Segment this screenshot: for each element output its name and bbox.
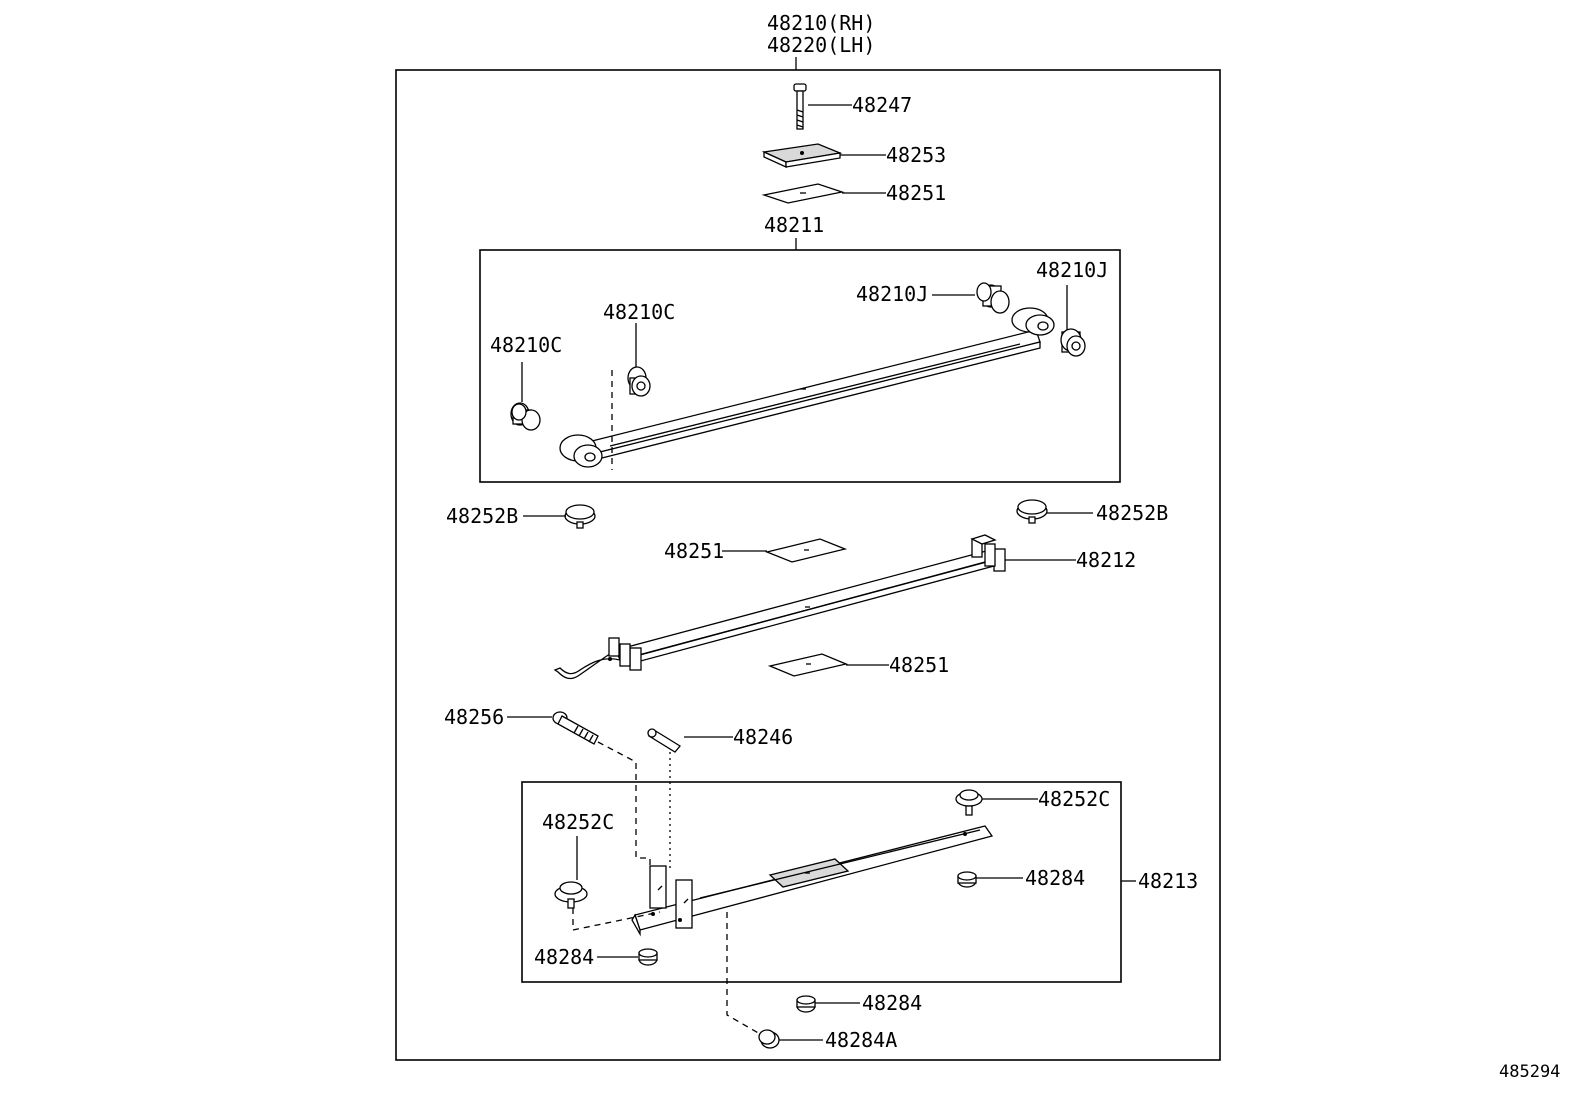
label-48284-left: 48284 — [534, 945, 594, 969]
label-48210J-inner: 48210J — [856, 282, 928, 306]
third-leaf-48213[interactable] — [631, 825, 994, 937]
assembly-number-rh: 48210(RH) — [767, 11, 875, 35]
label-48212: 48212 — [1076, 548, 1136, 572]
center-bolt-48256[interactable] — [552, 711, 599, 745]
main-leaf-48211[interactable] — [559, 307, 1055, 468]
second-leaf-48212[interactable] — [553, 534, 1006, 680]
label-48252B-left: 48252B — [446, 504, 518, 528]
bushing-48210J-outer[interactable] — [1060, 328, 1086, 357]
label-48210J-outer: 48210J — [1036, 258, 1108, 282]
bumper-48252C-left[interactable] — [554, 881, 588, 909]
insulator-48251-top[interactable] — [761, 183, 845, 204]
label-48210C-inner: 48210C — [603, 300, 675, 324]
label-48213: 48213 — [1138, 869, 1198, 893]
bushing-48210C-inner[interactable] — [627, 366, 651, 397]
nut-48284-bottom[interactable] — [796, 995, 816, 1013]
figure-id: 485294 — [1499, 1062, 1560, 1082]
nut-48284-left[interactable] — [638, 948, 658, 966]
label-48256: 48256 — [444, 705, 504, 729]
assembly-path-48256 — [597, 741, 651, 870]
label-48284-bottom: 48284 — [862, 991, 922, 1015]
bumper-48252C-right[interactable] — [955, 789, 983, 816]
insulator-48251-mid[interactable] — [764, 538, 848, 563]
group-48211-frame — [479, 249, 1121, 483]
nut-48284A[interactable] — [758, 1029, 780, 1049]
label-48246: 48246 — [733, 725, 793, 749]
assembly-number-lh: 48220(LH) — [767, 33, 875, 57]
nut-48284-right[interactable] — [957, 871, 977, 888]
label-48252C-right: 48252C — [1038, 787, 1110, 811]
assembly-frame — [395, 69, 1221, 1061]
label-48247: 48247 — [852, 93, 912, 117]
assembly-path-48284A — [726, 912, 761, 1035]
label-48251-mid: 48251 — [664, 539, 724, 563]
pin-48246[interactable] — [647, 728, 681, 753]
label-48252C-left: 48252C — [542, 810, 614, 834]
plate-48253[interactable] — [761, 143, 843, 169]
label-48251-low: 48251 — [889, 653, 949, 677]
bushing-48210C-outer[interactable] — [510, 402, 541, 431]
group-48213-frame — [521, 781, 1122, 983]
bolt-48247[interactable] — [793, 83, 807, 130]
bumper-48252B-right[interactable] — [1016, 499, 1048, 524]
assembly-path-48252C — [572, 908, 661, 931]
insulator-48251-low[interactable] — [767, 653, 849, 677]
label-48284-right: 48284 — [1025, 866, 1085, 890]
label-48253: 48253 — [886, 143, 946, 167]
bumper-48252B-left[interactable] — [564, 504, 596, 529]
label-48251-top: 48251 — [886, 181, 946, 205]
bushing-48210J-inner[interactable] — [976, 282, 1010, 314]
label-48252B-right: 48252B — [1096, 501, 1168, 525]
label-48284A: 48284A — [825, 1028, 897, 1052]
label-48211: 48211 — [764, 213, 824, 237]
label-48210C-outer: 48210C — [490, 333, 562, 357]
